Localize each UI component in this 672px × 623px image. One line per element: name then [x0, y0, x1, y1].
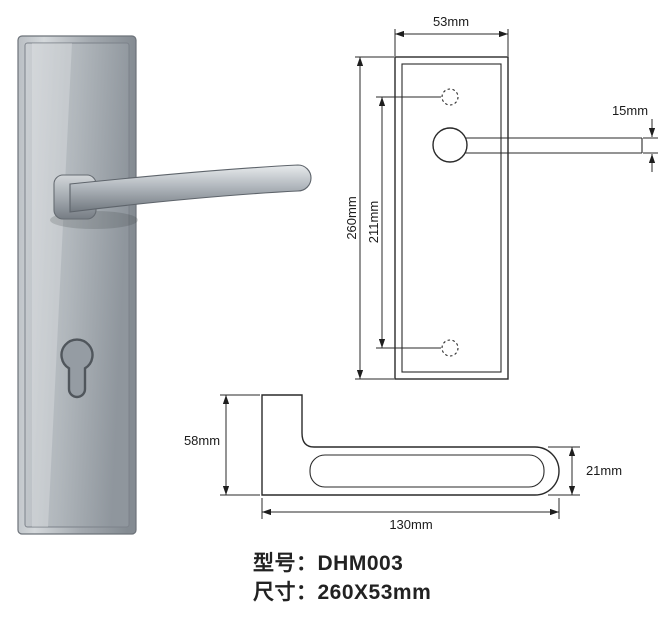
screw-hole-top	[441, 88, 459, 106]
dim-lever-length: 130mm	[261, 498, 560, 532]
dim-plate-width-label: 53mm	[433, 14, 469, 29]
dim-lever-height-label: 58mm	[184, 433, 220, 448]
plate	[17, 35, 137, 535]
dim-plate-height-label: 260mm	[344, 196, 359, 239]
dim-lever-thickness: 15mm	[612, 103, 658, 172]
dim-hole-spacing-label: 211mm	[366, 201, 381, 243]
plate-outer-line	[394, 56, 509, 380]
lever-inner-line	[309, 454, 545, 488]
dim-lever-height: 58mm	[184, 394, 260, 496]
lever-outline	[261, 394, 560, 496]
handle-lever	[69, 164, 312, 213]
front-view-drawing: 53mm 260mm 211mm 15mm	[344, 14, 658, 380]
keyhole	[60, 338, 94, 399]
caption-block: 型号：DHM003 尺寸：260X53mm	[253, 549, 431, 607]
size-spec: 尺寸：260X53mm	[253, 581, 432, 604]
plate-inner-line	[401, 63, 502, 373]
plate-sheen	[32, 43, 72, 527]
plate-face	[24, 42, 130, 528]
dim-grip-thickness: 21mm	[548, 446, 622, 496]
dim-grip-thickness-label: 21mm	[586, 463, 622, 478]
dim-plate-width: 53mm	[394, 14, 509, 56]
hub-circle	[432, 127, 468, 163]
screw-hole-bottom	[441, 339, 459, 357]
lever-side-view	[465, 137, 643, 154]
lever-profile-drawing: 58mm 21mm 130mm	[184, 394, 622, 532]
dim-hole-spacing: 211mm	[366, 96, 441, 349]
dim-lever-thickness-label: 15mm	[612, 103, 648, 118]
model-number: 型号：DHM003	[253, 552, 404, 575]
plate-outline	[394, 56, 509, 380]
product-photo	[17, 35, 312, 535]
dim-plate-height: 260mm	[344, 56, 394, 380]
dim-lever-length-label: 130mm	[389, 517, 432, 532]
